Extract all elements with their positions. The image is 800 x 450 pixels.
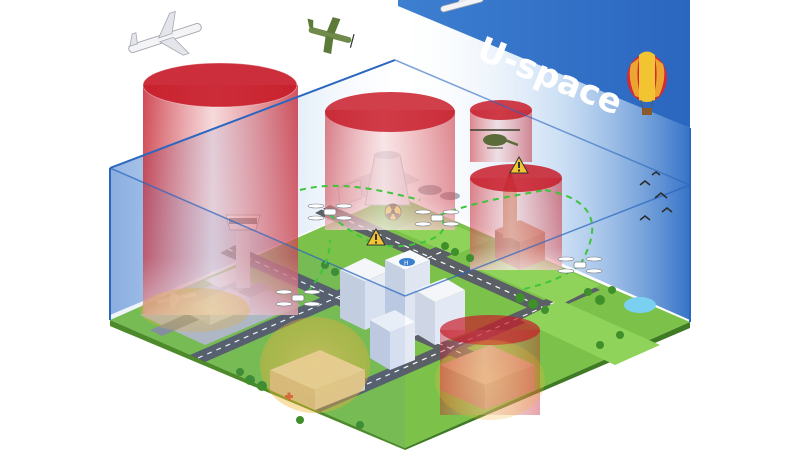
city-center-buildings [340, 250, 465, 370]
airspace-edge-top-right [394, 59, 691, 186]
propeller-plane-icon [307, 17, 355, 54]
airspace-edge-top-left [109, 59, 396, 169]
drone-icon [557, 256, 603, 274]
drone-icon [275, 289, 321, 307]
airspace-left-front-wall [110, 168, 405, 448]
civic-restricted-zone [435, 315, 545, 420]
helicopter-restricted-zone [470, 100, 532, 162]
church-restricted-zone [470, 164, 562, 270]
hospital-caution-zone [260, 317, 370, 413]
airport-restricted-zone [142, 62, 298, 315]
helicopter-icon [470, 129, 520, 149]
u-space-title-panel [398, 0, 690, 128]
trees [236, 242, 624, 429]
airspace-edge-front-left [109, 167, 406, 297]
drone-flight-paths [299, 184, 594, 301]
airport-caution-zone [140, 288, 250, 332]
warning-icon [509, 155, 529, 174]
airliner-icon [128, 10, 202, 56]
svg-text:H: H [404, 260, 409, 267]
drone-icon [414, 209, 460, 227]
warning-icon [366, 227, 386, 246]
pond [624, 297, 656, 313]
power-plant-restricted-zone [325, 92, 455, 230]
airliner-icon [440, 0, 484, 13]
hot-air-balloon-icon [627, 51, 667, 115]
airspace-edge-front-right [404, 184, 691, 297]
drone-icon [307, 203, 353, 221]
airspace-right-back-wall [395, 0, 690, 320]
birds-icon [639, 171, 673, 221]
helipad-icon: H [399, 258, 415, 267]
